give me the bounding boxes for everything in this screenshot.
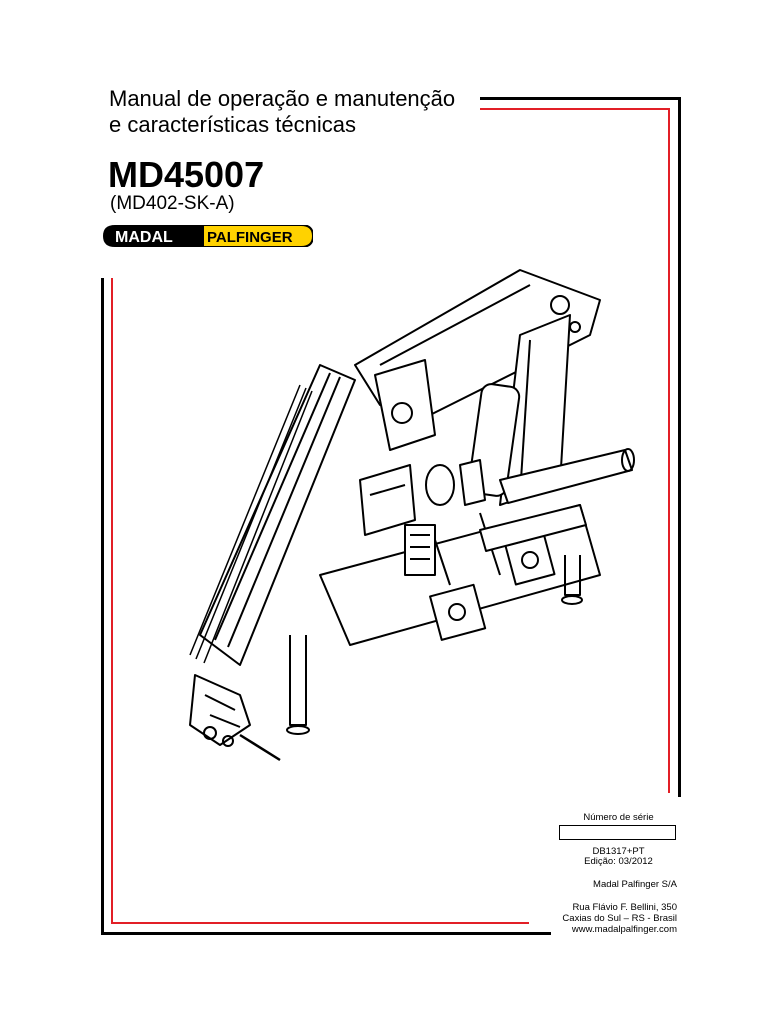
madal-palfinger-logo: MADAL PALFINGER: [103, 224, 315, 248]
manual-title-line1: Manual de operação e manutenção: [109, 86, 456, 111]
serial-number-label: Número de série: [583, 812, 654, 823]
frame-top-red-line: [480, 108, 670, 110]
frame-right-red-line: [668, 108, 670, 793]
frame-bottom-black-line: [101, 932, 551, 935]
frame-bottom-red-line: [111, 922, 529, 924]
logo-text-palfinger: PALFINGER: [207, 229, 293, 246]
crane-drawing-icon: [180, 255, 650, 775]
model-variant: (MD402-SK-A): [110, 193, 235, 214]
frame-right-black-line: [678, 97, 681, 797]
edition-date: Edição: 03/2012: [584, 856, 653, 867]
company-name: Madal Palfinger S/A: [593, 879, 677, 890]
address-city: Caxias do Sul – RS - Brasil: [562, 913, 677, 924]
model-number: MD45007: [108, 154, 265, 195]
serial-number-box: [559, 825, 676, 840]
frame-left-red-line: [111, 278, 113, 924]
frame-left-black-line: [101, 278, 104, 935]
frame-top-black-line: [480, 97, 680, 100]
manual-title-line2: e características técnicas: [109, 112, 356, 137]
website-link[interactable]: www.madalpalfinger.com: [571, 924, 677, 935]
document-code: DB1317+PT: [592, 846, 645, 857]
address-street: Rua Flávio F. Bellini, 350: [572, 902, 677, 913]
logo-text-madal: MADAL: [115, 229, 173, 246]
